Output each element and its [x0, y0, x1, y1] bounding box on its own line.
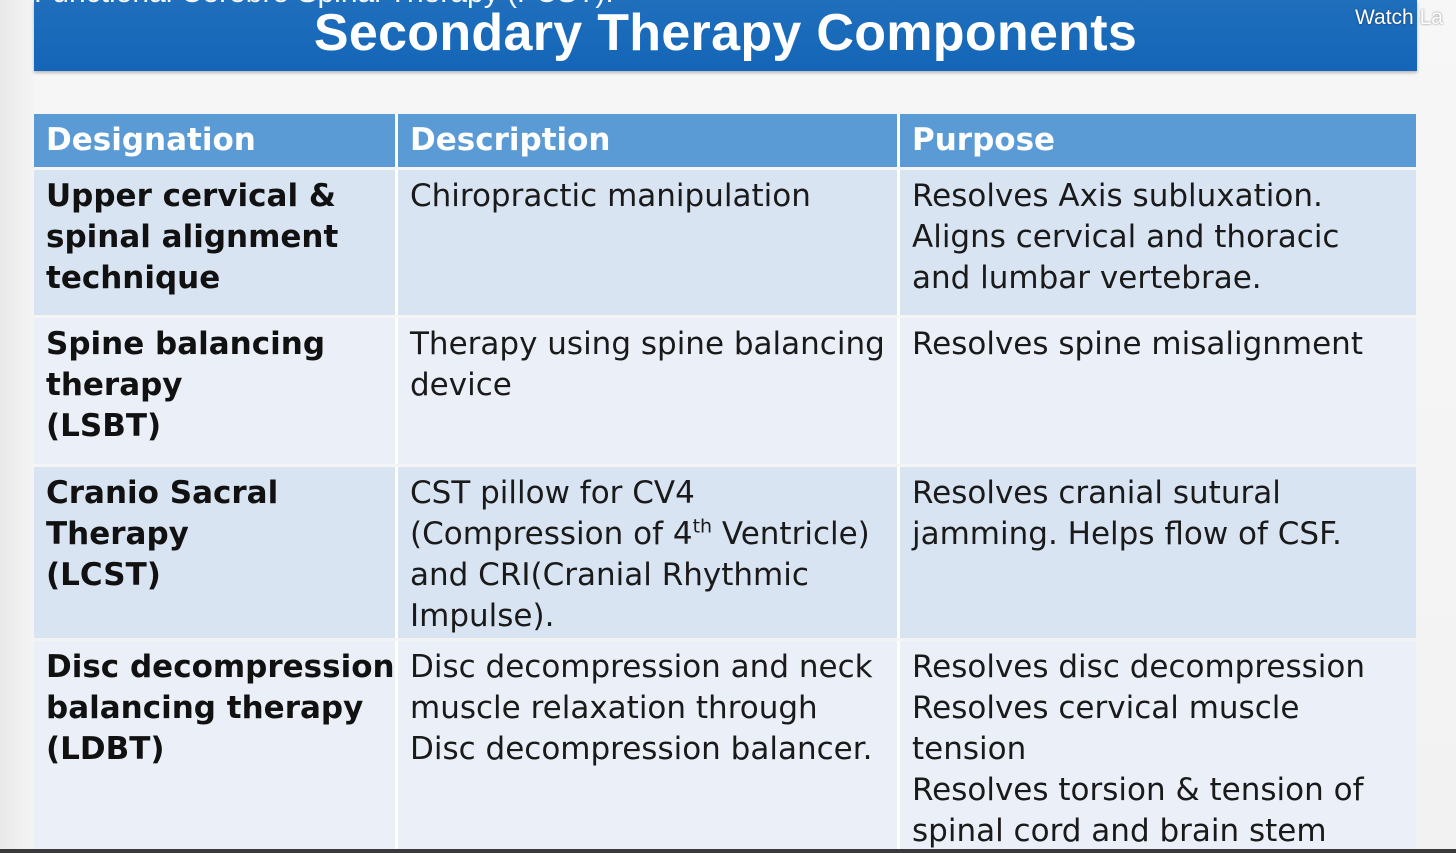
- description-line: Disc decompression and neck: [410, 649, 873, 685]
- designation-line: balancing therapy: [46, 690, 364, 726]
- purpose-line: jamming. Helps flow of CSF.: [912, 516, 1342, 552]
- purpose-line: Resolves torsion & tension of: [912, 772, 1364, 808]
- header-description: Description: [398, 114, 900, 167]
- designation-line: Disc decompression: [46, 649, 395, 685]
- table-header-row: Designation Description Purpose: [34, 114, 1416, 167]
- description-line: Chiropractic manipulation: [410, 178, 811, 214]
- designation-line: Cranio Sacral: [46, 475, 279, 511]
- purpose-line: and lumbar vertebrae.: [912, 260, 1262, 296]
- description-line: Disc decompression balancer.: [410, 731, 873, 767]
- purpose-cell: Resolves spine misalignment: [900, 318, 1416, 464]
- slide-edge: [0, 0, 34, 853]
- description-cell: Chiropractic manipulation: [398, 170, 900, 315]
- designation-cell: Cranio Sacral Therapy (LCST): [34, 467, 398, 638]
- header-purpose: Purpose: [912, 122, 1056, 158]
- description-line: Therapy using spine balancing: [410, 326, 885, 362]
- superscript-th: th: [692, 515, 713, 538]
- purpose-line: Resolves disc decompression: [912, 649, 1366, 685]
- table-row: Cranio Sacral Therapy (LCST) CST pillow …: [34, 467, 1416, 638]
- designation-line: Therapy: [46, 516, 189, 552]
- description-line: (Compression of 4th Ventricle): [410, 514, 897, 555]
- purpose-line: Resolves cervical muscle: [912, 690, 1300, 726]
- purpose-line: Resolves cranial sutural: [912, 475, 1281, 511]
- description-text: Ventricle): [712, 516, 870, 552]
- watch-later-button[interactable]: Watch La: [1355, 6, 1443, 29]
- designation-line: therapy: [46, 367, 183, 403]
- designation-line: Upper cervical &: [46, 178, 336, 214]
- description-line: muscle relaxation through: [410, 690, 818, 726]
- video-title-overlay: Functional Cerebro Spinal Therapy (FCST)…: [34, 0, 614, 8]
- description-cell: Disc decompression and neck muscle relax…: [398, 641, 900, 853]
- purpose-cell: Resolves Axis subluxation. Aligns cervic…: [900, 170, 1416, 315]
- description-text: (Compression of 4: [410, 516, 693, 552]
- video-progress-track[interactable]: [0, 849, 1456, 853]
- designation-line: (LCST): [46, 557, 161, 593]
- designation-line: spinal alignment: [46, 219, 339, 255]
- designation-cell: Disc decompression balancing therapy (LD…: [34, 641, 398, 853]
- designation-line: Spine balancing: [46, 326, 326, 362]
- designation-cell: Upper cervical & spinal alignment techni…: [34, 170, 398, 315]
- header-designation: Designation: [34, 114, 398, 167]
- purpose-cell: Resolves cranial sutural jamming. Helps …: [900, 467, 1416, 638]
- purpose-line: Resolves Axis subluxation.: [912, 178, 1323, 214]
- table-row: Disc decompression balancing therapy (LD…: [34, 641, 1416, 853]
- purpose-line: Resolves spine misalignment: [912, 326, 1363, 362]
- purpose-cell: Resolves disc decompression Resolves cer…: [900, 641, 1416, 853]
- title-bar: Functional Cerebro Spinal Therapy (FCST)…: [34, 0, 1417, 71]
- table-row: Spine balancing therapy (LSBT) Therapy u…: [34, 318, 1416, 464]
- designation-cell: Spine balancing therapy (LSBT): [34, 318, 398, 464]
- description-line: Impulse).: [410, 598, 555, 634]
- description-line: and CRI(Cranial Rhythmic: [410, 557, 809, 593]
- description-line: CST pillow for CV4: [410, 475, 695, 511]
- therapy-table: Designation Description Purpose Upper ce…: [34, 114, 1416, 853]
- slide-title: Secondary Therapy Components: [313, 4, 1138, 62]
- description-line: device: [410, 367, 512, 403]
- purpose-line: tension: [912, 731, 1027, 767]
- designation-line: (LDBT): [46, 731, 165, 767]
- designation-line: (LSBT): [46, 408, 162, 444]
- description-cell: Therapy using spine balancing device: [398, 318, 900, 464]
- designation-line: technique: [46, 260, 221, 296]
- table-row: Upper cervical & spinal alignment techni…: [34, 170, 1416, 315]
- purpose-line: Aligns cervical and thoracic: [912, 219, 1340, 255]
- purpose-line: spinal cord and brain stem: [912, 813, 1327, 849]
- description-cell: CST pillow for CV4 (Compression of 4th V…: [398, 467, 900, 638]
